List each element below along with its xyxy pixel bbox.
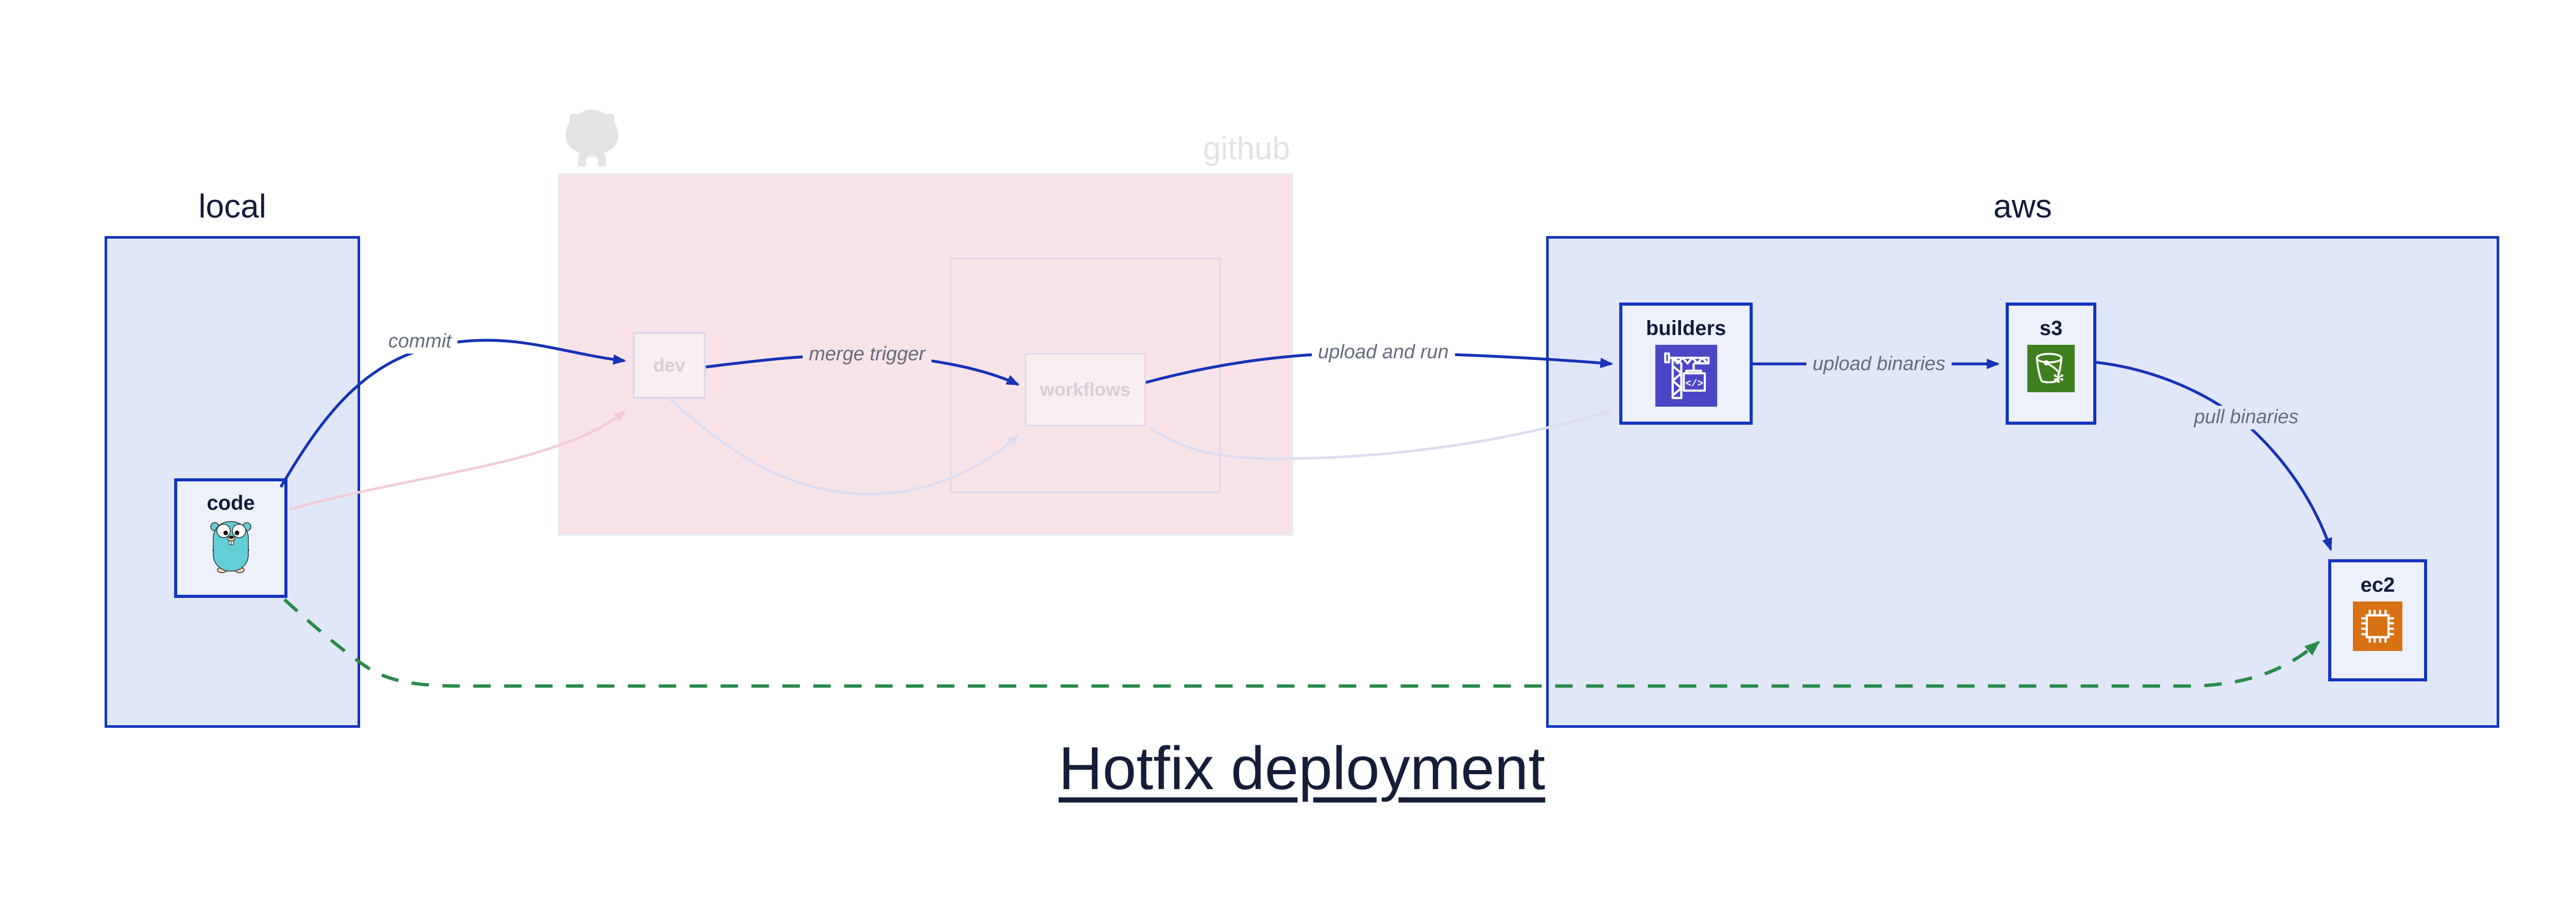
- aws-region-label: aws: [1993, 188, 2052, 225]
- github-region-label: github: [1203, 131, 1290, 166]
- node-builders: builders </>: [1619, 303, 1753, 425]
- node-workflows: workflows: [1025, 353, 1146, 426]
- aws-codebuild-icon: </>: [1655, 345, 1717, 407]
- node-ec2-label: ec2: [2360, 574, 2395, 596]
- aws-ec2-chip-icon: [2353, 602, 2402, 651]
- node-code: code: [174, 478, 287, 598]
- node-s3: s3 ✻: [2006, 303, 2096, 425]
- edge-label-merge-trigger: merge trigger: [803, 343, 931, 366]
- node-dev-label: dev: [653, 355, 686, 376]
- go-gopher-icon: [210, 521, 251, 573]
- edge-label-upload-binaries: upload binaries: [1806, 353, 1952, 376]
- node-s3-label: s3: [2039, 317, 2063, 340]
- node-ec2: ec2: [2328, 559, 2427, 681]
- edge-label-upload-and-run: upload and run: [1312, 341, 1455, 364]
- svg-text:</>: </>: [1685, 378, 1703, 389]
- diagram-title: Hotfix deployment: [1058, 734, 1546, 803]
- edge-label-commit: commit: [382, 330, 458, 354]
- aws-s3-glacier-bucket-icon: ✻: [2027, 345, 2075, 392]
- node-builders-label: builders: [1646, 317, 1726, 340]
- snowflake-glyph: ✻: [2053, 370, 2064, 386]
- node-dev: dev: [633, 332, 706, 399]
- node-workflows-label: workflows: [1040, 379, 1131, 400]
- edge-label-pull-binaries: pull binaries: [2188, 406, 2305, 429]
- node-code-label: code: [207, 492, 255, 514]
- local-region-label: local: [198, 188, 266, 225]
- octocat-icon: [565, 109, 619, 166]
